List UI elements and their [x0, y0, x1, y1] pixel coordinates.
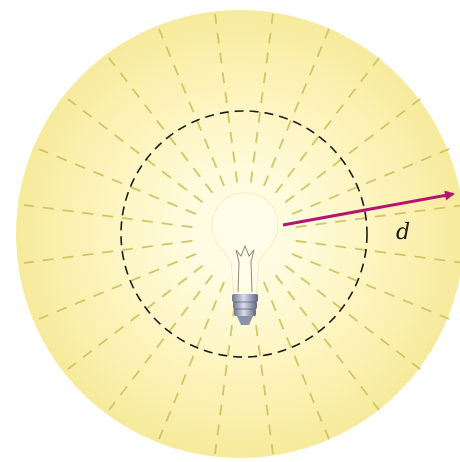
- distance-label: d: [396, 220, 411, 245]
- light-ray: [23, 239, 193, 264]
- light-ray: [295, 204, 460, 229]
- light-rays: [23, 13, 460, 455]
- light-ray: [67, 98, 204, 204]
- light-ray: [38, 253, 197, 320]
- light-ray: [108, 57, 214, 194]
- dashed-sphere: [120, 110, 368, 358]
- light-ray: [67, 264, 204, 370]
- light-ray: [263, 281, 330, 440]
- light-ray: [23, 204, 193, 229]
- light-ray: [38, 148, 197, 215]
- light-ray: [249, 13, 274, 183]
- light-ray: [284, 98, 421, 204]
- light-ray: [295, 239, 460, 264]
- light-ray: [291, 148, 450, 215]
- light-ray: [108, 274, 214, 411]
- light-ray: [263, 28, 330, 187]
- light-ray: [284, 264, 421, 370]
- light-bulb-icon: [201, 182, 289, 325]
- light-ray: [274, 57, 380, 194]
- light-ray: [291, 253, 450, 320]
- distance-arrow: [282, 190, 455, 227]
- light-ray: [214, 285, 239, 455]
- light-ray: [158, 281, 225, 440]
- light-ray: [274, 274, 380, 411]
- light-ray: [158, 28, 225, 187]
- light-ray: [214, 13, 239, 183]
